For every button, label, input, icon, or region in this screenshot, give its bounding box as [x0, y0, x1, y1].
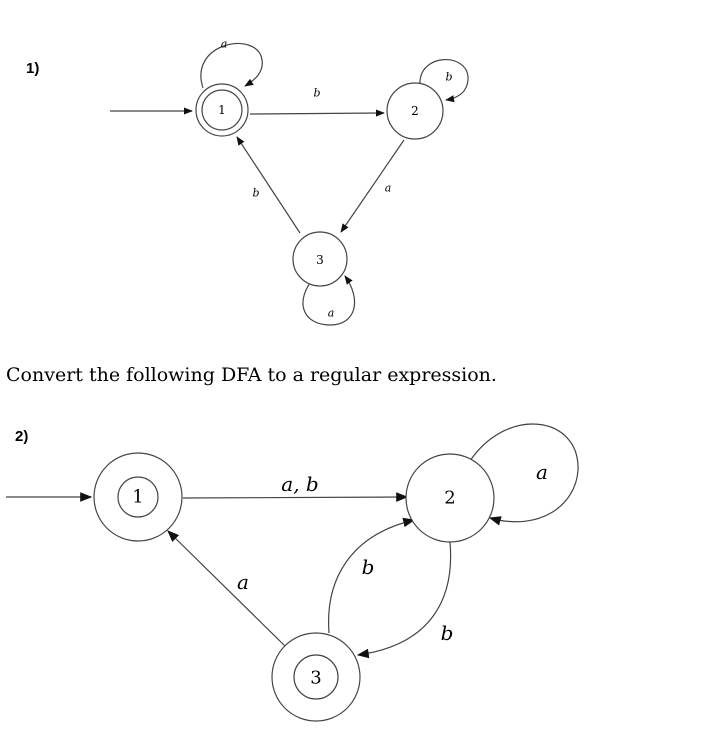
d1-state-1-label: 1 [218, 103, 226, 117]
d2-state-3-label: 3 [310, 668, 321, 689]
d1-state-3-label: 3 [316, 253, 324, 267]
d2-label-1-2: a, b [281, 472, 318, 496]
d1-loop-2 [419, 59, 469, 103]
d1-edge-1-2 [249, 109, 385, 117]
diagram-1-number: 1) [26, 60, 40, 77]
d2-edge-3-2 [327, 517, 416, 634]
d1-label-loop-2: b [445, 71, 452, 84]
d1-loop-3 [302, 275, 356, 326]
d2-label-loop-2: a [536, 460, 548, 484]
d1-label-2-3: a [385, 182, 392, 195]
d1-edge-2-3 [340, 139, 405, 233]
d2-state-2-label: 2 [444, 488, 455, 509]
d2-state-2: 2 [405, 453, 495, 543]
d2-edge-3-1 [167, 530, 287, 648]
d1-state-2-label: 2 [411, 104, 419, 118]
d2-state-1: 1 [93, 452, 183, 542]
d1-edge-3-1 [236, 136, 301, 234]
d1-label-3-1: b [252, 187, 259, 200]
d2-label-2-3: b [441, 621, 454, 645]
diagram-2: 1 2 3 a, b a b b a [6, 423, 579, 722]
d2-loop-2 [467, 423, 579, 526]
d1-label-1-2: b [313, 87, 320, 100]
d2-state-1-label: 1 [132, 487, 143, 508]
d2-label-3-1: a [237, 570, 249, 594]
d1-state-1: 1 [195, 83, 249, 137]
diagram-2-number: 2) [15, 428, 29, 445]
d1-state-2: 2 [386, 82, 444, 140]
d1-label-loop-1: a [221, 38, 228, 51]
d2-label-3-2: b [362, 555, 375, 579]
d2-edge-2-3 [356, 541, 452, 659]
diagram-1: 1 2 3 a b b a b a [110, 38, 469, 326]
d1-state-3: 3 [292, 231, 348, 287]
d2-state-3: 3 [271, 632, 361, 722]
d1-loop-1 [200, 42, 263, 89]
d2-edge-1-2 [182, 492, 409, 502]
instruction-text: Convert the following DFA to a regular e… [6, 364, 497, 386]
d1-label-loop-3: a [328, 307, 335, 320]
